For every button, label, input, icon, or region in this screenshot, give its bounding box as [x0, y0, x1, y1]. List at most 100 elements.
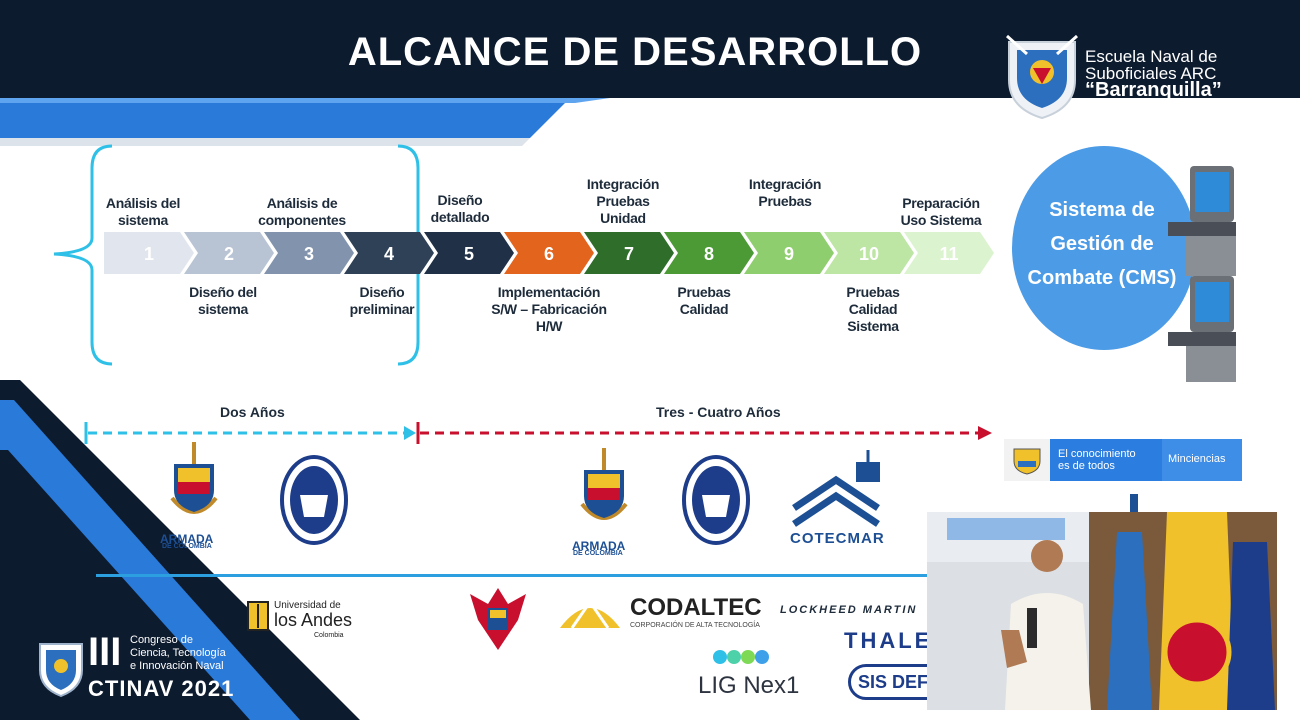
- codaltec-name: CODALTEC: [630, 594, 762, 621]
- school-crest-icon: [1005, 34, 1079, 120]
- conference-description: Congreso de Ciencia, Tecnología e Innova…: [130, 634, 226, 673]
- speaker-video-frame: [927, 512, 1277, 710]
- uniandes-line1: Universidad de: [274, 600, 341, 611]
- uniandes-logo-icon: [247, 601, 269, 631]
- slide-title: ALCANCE DE DESARROLLO: [347, 30, 923, 74]
- eagle-shield-icon: [470, 588, 526, 650]
- phase-chevron-10: 10: [824, 232, 914, 274]
- conference-line3: e Innovación Naval: [130, 660, 224, 672]
- minciencias-slogan: El conocimiento es de todos: [1058, 448, 1136, 472]
- phase-1-label: Análisis del sistema: [105, 195, 181, 228]
- phase-chevron-11: 11: [904, 232, 994, 274]
- cms-label-line3: Combate (CMS): [1027, 267, 1177, 289]
- phase-chevron-6: 6: [504, 232, 594, 274]
- armada-sub-right: DE COLOMBIA: [573, 550, 623, 557]
- cms-label-line2: Gestión de: [1050, 233, 1154, 255]
- phase-chevron-9: 9: [744, 232, 834, 274]
- phase-11-label: Preparación Uso Sistema: [900, 195, 982, 228]
- phase-chevron-shape-11: [904, 232, 994, 274]
- phase-chevron-2: 2: [184, 232, 274, 274]
- phase-10-label: Pruebas Calidad Sistema: [846, 284, 900, 334]
- colombia-shield-icon: [1013, 448, 1041, 475]
- phase-8-label: Pruebas Calidad: [677, 284, 731, 317]
- phase-number-9: 9: [783, 244, 794, 264]
- minciencias-slogan-bg: El conocimiento es de todos: [1050, 439, 1162, 481]
- school-name-line2: Suboficiales ARC: [1085, 64, 1217, 83]
- phase-number-1: 1: [143, 244, 154, 264]
- uniandes-line3: Colombia: [314, 632, 344, 639]
- plus-sign-icon: [1130, 494, 1138, 518]
- conference-numeral: III: [88, 630, 122, 674]
- header-band: [0, 0, 1300, 146]
- armada-sub-left: DE COLOMBIA: [162, 543, 212, 550]
- phase-3-label: Análisis de componentes: [258, 195, 346, 228]
- phase-chevron-shape-9: [744, 232, 834, 274]
- minciencias-banner: El conocimiento es de todos Minciencias: [1004, 439, 1242, 481]
- phase-chevron-shape-2: [184, 232, 274, 274]
- conference-crest-icon: [39, 643, 83, 698]
- conference-name: CTINAV 2021: [88, 676, 235, 701]
- phase-4-label: Diseño preliminar: [349, 284, 415, 317]
- phase-number-8: 8: [703, 244, 714, 264]
- phase-chevron-shape-6: [504, 232, 594, 274]
- period-two-years: Dos Años: [220, 404, 285, 420]
- phase-7-label: Integración Pruebas Unidad: [586, 176, 660, 226]
- armada-label-right: ARMADA: [572, 539, 626, 553]
- phase-chevron-shape-8: [664, 232, 754, 274]
- thales-name: THALES: [844, 628, 927, 653]
- lig-nex1-name: LIG Nex1: [698, 672, 800, 699]
- cms-label-line1: Sistema de: [1049, 199, 1155, 221]
- phase-number-10: 10: [858, 244, 880, 264]
- phase-chevron-5: 5: [424, 232, 514, 274]
- sisdef-logo: SIS DEF: [848, 664, 927, 704]
- timeline-arrows: [84, 422, 992, 444]
- almirante-padilla-seal-icon-right: [682, 455, 750, 545]
- section-divider: [96, 574, 928, 577]
- almirante-padilla-seal-icon: [280, 455, 348, 545]
- phase-chevron-shape-4: [344, 232, 434, 274]
- minciencias-name: Minciencias: [1168, 453, 1226, 465]
- phase-chevron-3: 3: [264, 232, 354, 274]
- school-name-line1: Escuela Naval de: [1085, 48, 1218, 66]
- phase-chevron-shape-7: [584, 232, 674, 274]
- cms-console-icon: [1168, 166, 1236, 382]
- phase-number-7: 7: [623, 244, 634, 264]
- codaltec-sub: CORPORACIÓN DE ALTA TECNOLOGÍA: [630, 622, 760, 629]
- cotecmar-label: COTECMAR: [790, 530, 885, 547]
- school-name: Escuela Naval de Suboficiales ARC “Barra…: [1085, 48, 1295, 99]
- phase-number-6: 6: [543, 244, 554, 264]
- phase-chevron-7: 7: [584, 232, 674, 274]
- phase-6-label: Implementación S/W – Fabricación H/W: [491, 284, 607, 334]
- phase-chevron-1: 1: [104, 232, 194, 274]
- school-name-line3: “Barranquilla”: [1085, 79, 1222, 99]
- phase-chevron-4: 4: [344, 232, 434, 274]
- phase-2-label: Diseño del sistema: [189, 284, 257, 317]
- conference-line2: Ciencia, Tecnología: [130, 647, 226, 659]
- phase-number-4: 4: [383, 244, 394, 264]
- period-three-four-years: Tres - Cuatro Años: [656, 404, 781, 420]
- sisdef-name: SIS DEF: [858, 672, 927, 692]
- phase-9-label: Integración Pruebas: [748, 176, 822, 209]
- phase-chevron-8: 8: [664, 232, 754, 274]
- phase-chevron-shape-3: [264, 232, 354, 274]
- armada-anchor-icon-right: [580, 448, 628, 520]
- conference-line1: Congreso de: [130, 634, 193, 646]
- cotecmar-logo-icon: [792, 450, 880, 527]
- uniandes-name: Universidad de los Andes Colombia: [274, 600, 352, 641]
- cms-circle: [1012, 146, 1196, 350]
- phase-5-label: Diseño detallado: [430, 192, 490, 225]
- phase-number-5: 5: [463, 244, 474, 264]
- lockheed-martin-name: LOCKHEED MARTIN: [780, 604, 918, 616]
- armada-anchor-icon: [170, 442, 218, 514]
- phase-number-11: 11: [939, 244, 959, 264]
- minciencias-slogan-line1: El conocimiento: [1058, 448, 1136, 460]
- phase-chevron-shape-10: [824, 232, 914, 274]
- codaltec-logo-icon: [560, 599, 620, 629]
- cms-label: Sistema de Gestión de Combate (CMS): [1012, 193, 1192, 295]
- minciencias-slogan-line2: es de todos: [1058, 460, 1115, 472]
- minciencias-name-bg: Minciencias: [1162, 439, 1242, 481]
- speaker-video: [927, 512, 1277, 710]
- phase-chevron-shape-5: [424, 232, 514, 274]
- armada-label-left: ARMADA: [160, 532, 214, 546]
